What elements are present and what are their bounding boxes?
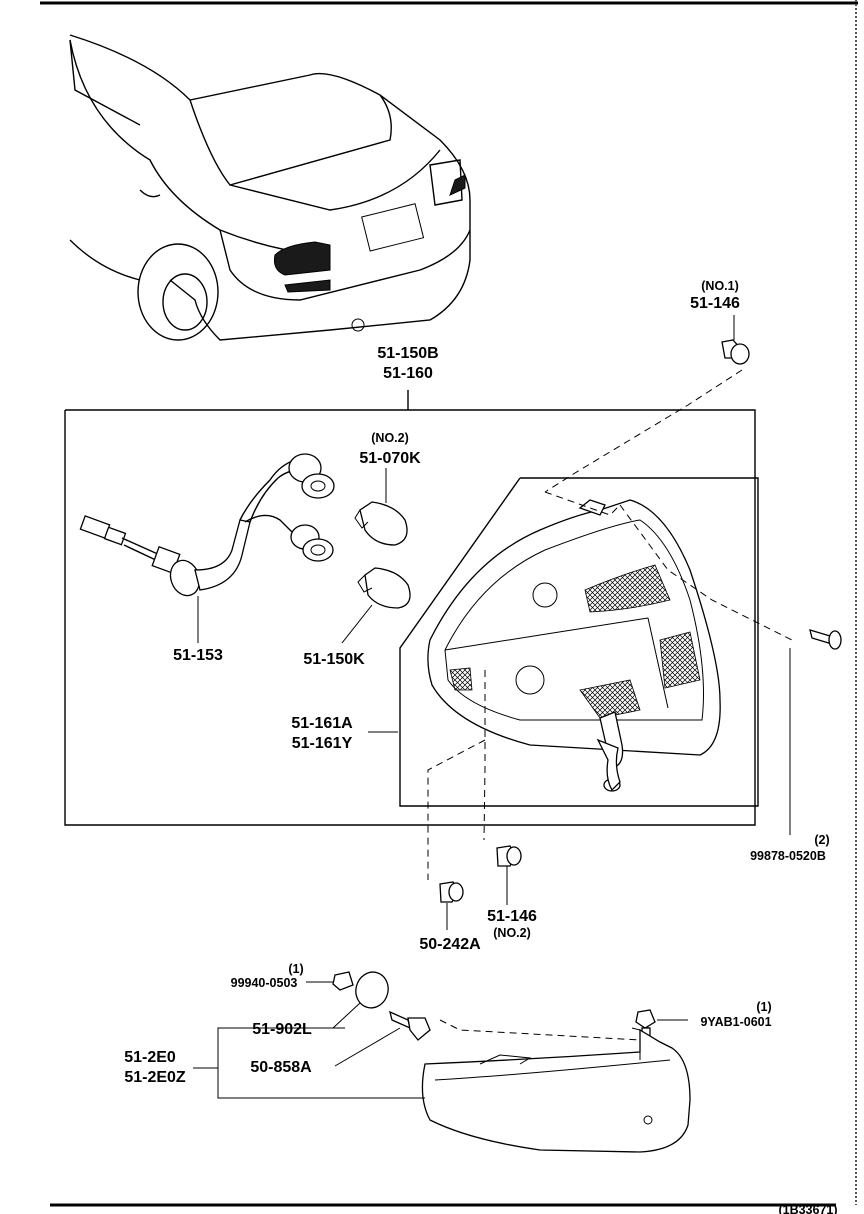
bulb-51-070k — [354, 468, 408, 546]
label-garnish-z: 51-2E0Z — [124, 1069, 186, 1086]
label-bulb-2: 51-150K — [303, 651, 365, 668]
label-clip-bottom: 51-146 — [487, 908, 537, 925]
label-socket: 51-153 — [173, 647, 223, 664]
label-lens-y: 51-161Y — [292, 735, 353, 752]
label-panel-screw: 50-858A — [250, 1059, 312, 1076]
bulb-socket-harness — [79, 453, 335, 643]
label-bolt-qty: (1) — [756, 1000, 771, 1014]
label-no2-bulb: (NO.2) — [371, 431, 409, 445]
bulb-51-150k — [341, 567, 411, 644]
label-assy-top2: 51-160 — [383, 365, 433, 382]
label-garnish: 51-2E0 — [124, 1049, 176, 1066]
label-screw: 99878-0520B — [750, 849, 826, 863]
label-clip-top: 51-146 — [690, 295, 740, 312]
washer-51-902l — [332, 971, 389, 1029]
nut-99940 — [306, 971, 354, 991]
garnish-bracket — [217, 1027, 425, 1099]
label-no1-top: (NO.1) — [701, 279, 739, 293]
label-nut: 99940-0503 — [231, 976, 298, 990]
page-frame — [40, 0, 858, 1207]
part-labels: (NO.1) 51-146 51-150B 51-160 (NO.2) 51-0… — [124, 279, 837, 1214]
clip-51-146-bottom — [496, 845, 522, 905]
screw-99878 — [789, 629, 842, 835]
screw-50-858a — [334, 1010, 431, 1067]
grommet-50-242a — [439, 881, 464, 930]
label-bulb-1: 51-070K — [359, 450, 421, 467]
label-nut-qty: (1) — [288, 962, 303, 976]
clip-51-146-top — [721, 315, 750, 365]
label-washer: 51-902L — [252, 1021, 312, 1038]
label-assy-top: 51-150B — [377, 345, 438, 362]
assembly-frame — [64, 390, 759, 826]
rear-garnish-panel — [421, 1027, 691, 1153]
label-grommet: 50-242A — [419, 936, 481, 953]
tail-lamp-lens — [427, 499, 721, 792]
label-screw-qty: (2) — [814, 833, 829, 847]
label-lens-a: 51-161A — [291, 715, 353, 732]
label-bolt: 9YAB1-0601 — [700, 1015, 771, 1029]
label-no2-bottom: (NO.2) — [493, 926, 531, 940]
vehicle-rear-illustration — [69, 34, 471, 341]
footer-code: (1B33671) — [778, 1203, 837, 1214]
